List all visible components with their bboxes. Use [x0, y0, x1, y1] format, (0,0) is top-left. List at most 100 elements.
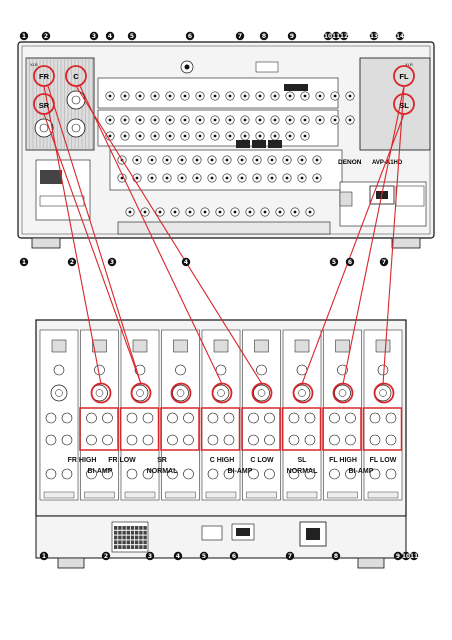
callout-dot [345, 257, 355, 267]
callout-number: 1 [42, 553, 46, 560]
highlight-ring [33, 93, 55, 115]
xlr-input [172, 384, 189, 402]
speaker-terminal [345, 412, 356, 424]
group-label-line2: NORMAL [147, 468, 178, 475]
speaker-terminal [86, 468, 97, 480]
callout-dot [329, 257, 339, 267]
callout-number: 5 [130, 33, 134, 40]
highlight-ring [33, 65, 55, 87]
callout-number: 2 [70, 259, 74, 266]
speaker-terminal [142, 434, 154, 446]
callout-dot [401, 551, 411, 561]
speaker-terminal [248, 412, 259, 424]
highlight-ring [393, 93, 415, 115]
callout-number: 11 [332, 33, 340, 40]
group-label-line2: BI-AMP [349, 468, 374, 475]
callout-dot [259, 31, 269, 41]
connection-line [43, 85, 102, 385]
speaker-terminal [304, 412, 316, 424]
highlight-box [362, 407, 403, 451]
speaker-terminal [288, 434, 300, 446]
callout-dot [41, 31, 51, 41]
callout-dot [101, 551, 111, 561]
rca-input [175, 364, 186, 376]
group-label-line1: FR HIGH [68, 457, 97, 464]
callout-dot [287, 31, 297, 41]
group-label-line1: FL LOW [370, 457, 397, 464]
speaker-terminal [264, 468, 275, 480]
speaker-terminal [102, 468, 113, 480]
highlight-box [119, 407, 160, 451]
connection-line [75, 85, 263, 385]
callout-number: 3 [148, 553, 152, 560]
speaker-terminal [264, 412, 275, 424]
speaker-terminal [61, 412, 73, 424]
speaker-terminal [248, 434, 259, 446]
callout-number: 11 [410, 553, 418, 560]
callout-number: 2 [104, 553, 108, 560]
speaker-terminal [61, 468, 73, 480]
xlr-input [334, 384, 351, 402]
highlight-box [241, 407, 281, 451]
callout-number: 10 [324, 33, 332, 40]
highlight-box [322, 407, 362, 451]
callout-dot [235, 31, 245, 41]
group-label-line2: BI-AMP [88, 468, 113, 475]
speaker-terminal [385, 434, 397, 446]
center-connector-field [97, 60, 355, 235]
speaker-terminal [288, 412, 300, 424]
xlr-input [50, 384, 68, 402]
highlight-ring [130, 382, 152, 404]
connection-line [301, 113, 405, 385]
xlr-label-left: XLR [30, 62, 38, 67]
bottom-rear-panel [35, 319, 407, 569]
highlight-ring [393, 65, 415, 87]
callout-number: 2 [44, 33, 48, 40]
model-label: AVP-A1HD [372, 160, 403, 166]
callout-dot [145, 551, 155, 561]
speaker-terminal [223, 468, 235, 480]
callout-number: 7 [288, 553, 292, 560]
speaker-terminal [126, 468, 138, 480]
speaker-terminal [304, 468, 316, 480]
callout-number: 4 [176, 553, 180, 560]
xlr-connector [34, 118, 54, 138]
highlight-ring [65, 65, 87, 87]
group-label-line1: SR [157, 457, 167, 464]
callout-number: 7 [238, 33, 242, 40]
callout-number: 6 [188, 33, 192, 40]
speaker-terminal [102, 412, 113, 424]
xlr-input [253, 384, 270, 402]
amp-channel-column [39, 329, 79, 501]
callout-dot [393, 551, 403, 561]
highlight-ring [292, 382, 314, 404]
speaker-terminal [329, 412, 340, 424]
xlr-label-right: XLR [405, 62, 413, 67]
speaker-terminal [369, 434, 381, 446]
speaker-terminal [142, 468, 154, 480]
callout-number: 4 [184, 259, 188, 266]
rca-input [53, 364, 65, 376]
label-fl: FL [399, 72, 409, 81]
speaker-terminal [167, 412, 178, 424]
callout-dot [19, 31, 29, 41]
highlight-box [281, 407, 322, 451]
speaker-terminal [183, 412, 194, 424]
callout-number: 7 [382, 259, 386, 266]
speaker-terminal [167, 468, 178, 480]
label-sr: SR [39, 101, 50, 110]
callout-dot [339, 31, 349, 41]
speaker-terminal [248, 468, 259, 480]
callout-dot [331, 31, 341, 41]
highlight-ring [90, 382, 112, 404]
callout-dot [185, 31, 195, 41]
group-label-line1: SL [298, 457, 308, 464]
callout-number: 6 [232, 553, 236, 560]
highlight-ring [373, 382, 395, 404]
callout-number: 3 [110, 259, 114, 266]
top-rear-panel: XLR XLR [17, 41, 435, 249]
callout-dot [229, 551, 239, 561]
speaker-terminal [183, 434, 194, 446]
connection-line [47, 85, 142, 385]
